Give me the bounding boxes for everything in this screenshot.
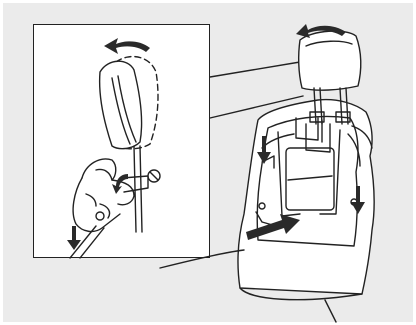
hand-drawing: [70, 159, 134, 258]
rotate-arrow-icon: [104, 38, 150, 54]
seat-back-frame: [160, 100, 374, 322]
headrest-detail: [100, 57, 160, 232]
